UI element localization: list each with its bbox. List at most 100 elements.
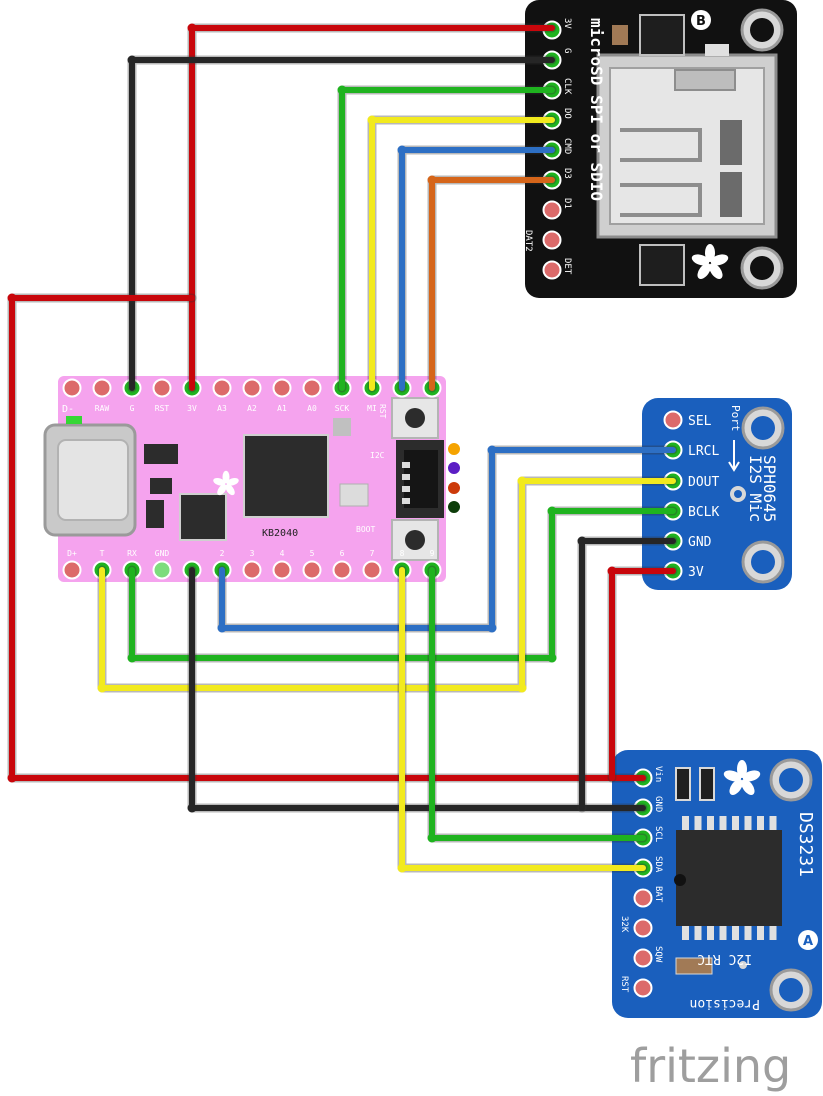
reset-button	[391, 397, 439, 439]
kb2040-i2c-label: I2C	[370, 451, 385, 460]
mic-pin-label: DOUT	[688, 475, 719, 490]
kb2040-pin	[362, 560, 382, 580]
sd-ic-bottom	[639, 244, 685, 286]
mic-pin-label: LRCL	[688, 444, 719, 459]
kb2040-pin	[212, 378, 232, 398]
kb2040-pin-label: GND	[155, 549, 170, 558]
fritzing-watermark: fritzing	[630, 1039, 791, 1093]
sd-pin-label: CMD	[562, 138, 572, 154]
kb2040-pin	[92, 378, 112, 398]
flash-chip	[179, 493, 227, 541]
kb2040-pin-label: 8	[400, 549, 405, 558]
sd-pin-label: D3	[562, 168, 572, 179]
rtc-pin-label: GND	[653, 796, 663, 812]
sd-pin	[542, 260, 562, 280]
rtc-title: DS3231	[795, 812, 816, 877]
rtc-pin-label: BAT	[653, 886, 663, 903]
arrow-down-icon	[728, 440, 740, 472]
kb2040-pin-label: 9	[430, 549, 435, 558]
mic-subtitle: I2S Mic	[746, 455, 765, 522]
rtc-badge	[798, 930, 818, 950]
rtc-badge-text: A	[803, 934, 813, 949]
mic-pin-label: SEL	[688, 414, 712, 429]
kb2040-pin-label: G	[130, 404, 135, 413]
kb2040-pin	[62, 560, 82, 580]
led-icon	[66, 416, 82, 424]
rtc-pin	[633, 978, 653, 998]
kb2040-pin-label: 3	[250, 549, 255, 558]
sd-pin-label: 3V	[562, 18, 572, 29]
kb2040-pin-label: 2	[220, 549, 225, 558]
adafruit-logo-icon	[691, 244, 729, 279]
kb2040-pin-label: A3	[217, 404, 227, 413]
kb2040-pin	[62, 378, 82, 398]
kb2040-pin-label: 6	[340, 549, 345, 558]
mic-port-label: Port	[729, 405, 742, 432]
kb2040-pin-label: D+	[67, 549, 77, 558]
rtc-pin	[633, 918, 653, 938]
rtc-subtitle-1: Precision	[690, 996, 760, 1011]
kb2040-pin-label: RAW	[95, 404, 110, 413]
rtc-pin-label: SQW	[653, 946, 663, 963]
kb2040-pin-label: RST	[155, 404, 170, 413]
sd-title: microSD SPI or SDIO	[587, 18, 606, 201]
kb2040-pin-label: A1	[277, 404, 287, 413]
mic-pin-label: BCLK	[688, 505, 719, 520]
sd-pin-label: G	[562, 48, 572, 53]
kb2040-board: KB2040 D- RST I2C BOOT RAW G RST 3V A3 A2 A1 A0…	[43, 376, 462, 582]
kb2040-pin	[332, 560, 352, 580]
wire-3v-mic	[609, 568, 676, 781]
rtc-pin	[633, 948, 653, 968]
mic-title: SPH0645	[760, 455, 779, 522]
kb2040-rst-label: RST	[378, 404, 387, 419]
sd-pin-label: CLK	[562, 78, 572, 95]
rtc-pin-label: SCL	[653, 826, 663, 842]
kb2040-pin	[272, 378, 292, 398]
kb2040-boot-label: BOOT	[356, 525, 375, 534]
sd-pin-label: DO	[562, 108, 572, 119]
mic-pin-label: 3V	[688, 565, 704, 580]
rp2040-chip	[243, 434, 329, 518]
kb2040-pin-label: 4	[280, 549, 285, 558]
wires	[7, 23, 678, 873]
stemma-pin-icon	[446, 499, 462, 515]
microsd-breakout: B microSD SPI or SDIO 3VGCLKDOCMDD3D1DET…	[523, 0, 797, 298]
kb2040-pin	[152, 560, 172, 580]
sd-badge	[691, 10, 711, 30]
sd-pin-label: DET	[562, 258, 572, 275]
kb2040-pin-label: T	[100, 549, 105, 558]
kb2040-pin-label: A2	[247, 404, 257, 413]
rtc-pin-label: SDA	[653, 856, 663, 873]
stemma-pin-icon	[446, 480, 462, 496]
sd-pin-label: D1	[562, 198, 572, 209]
stemma-pin-icon	[446, 460, 462, 476]
kb2040-name: KB2040	[262, 528, 298, 539]
wire-3v-rtc	[9, 295, 646, 781]
sd-pin	[542, 230, 562, 250]
rtc-pin-label: 32K	[619, 916, 629, 933]
rtc-subtitle-2: I2C RTC	[697, 951, 752, 966]
wire-3v-mic-shadow	[607, 566, 678, 783]
kb2040-pin-label: SCK	[335, 404, 350, 413]
kb2040-pin	[302, 560, 322, 580]
kb2040-pin-label: MI	[367, 404, 377, 413]
mic-pin-label: GND	[688, 535, 712, 550]
mic-pin	[663, 410, 683, 430]
kb2040-pin	[242, 560, 262, 580]
kb2040-pin	[302, 378, 322, 398]
sd-pin-label: DAT2	[523, 230, 533, 252]
kb2040-d-minus-label: D-	[62, 404, 74, 415]
kb2040-pin	[272, 560, 292, 580]
kb2040-pin-label: A0	[307, 404, 317, 413]
kb2040-pin-label: 5	[310, 549, 315, 558]
sd-pin	[542, 200, 562, 220]
mic-breakout: Port SPH0645 I2S Mic SEL LRCL DOUT BCLK GND 3…	[642, 398, 792, 590]
kb2040-pin-label: 7	[370, 549, 375, 558]
rtc-pin-label: Vin	[653, 766, 663, 782]
rtc-pin	[633, 888, 653, 908]
kb2040-pin	[152, 378, 172, 398]
ds3231-chip	[676, 830, 782, 926]
kb2040-pin-label: 3V	[187, 404, 197, 413]
sd-ic-top	[639, 14, 685, 56]
